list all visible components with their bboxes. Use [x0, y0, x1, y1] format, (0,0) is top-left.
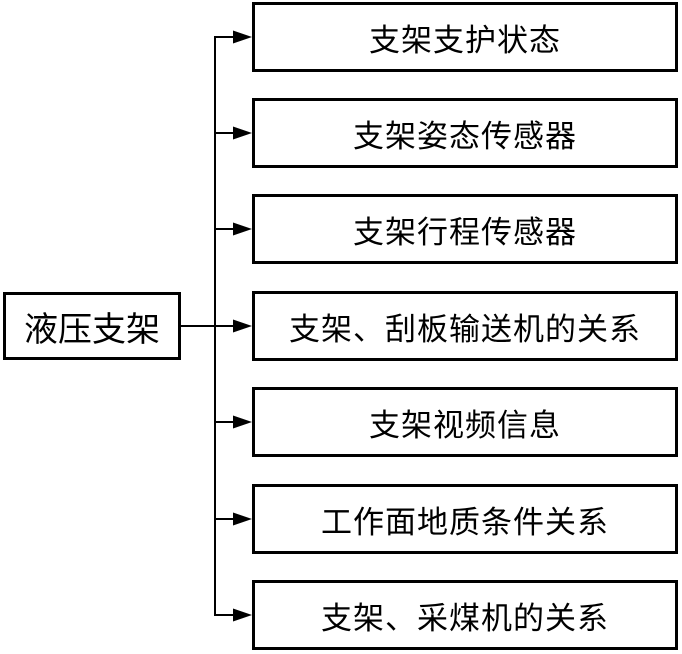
root-node-hydraulic-support: 液压支架	[3, 292, 181, 360]
arrowhead-icon-1	[233, 126, 252, 140]
arrowhead-icon-2	[233, 222, 252, 236]
child-node-video-info: 支架视频信息	[252, 387, 678, 457]
root-node-label: 液压支架	[24, 311, 160, 349]
child-node-shearer-relation: 支架、采煤机的关系	[252, 580, 678, 650]
child-node-label: 支架、刮板输送机的关系	[289, 311, 641, 347]
arrowhead-icon-0	[233, 30, 252, 44]
arrowhead-icon-3	[233, 319, 252, 333]
arrowhead-icon-6	[233, 608, 252, 622]
arrowhead-icon-5	[233, 512, 252, 526]
child-node-label: 支架支护状态	[369, 22, 561, 58]
child-node-label: 支架、采煤机的关系	[321, 600, 609, 636]
child-node-scraper-conveyor-relation: 支架、刮板输送机的关系	[252, 291, 678, 361]
child-node-label: 工作面地质条件关系	[321, 504, 609, 540]
child-node-attitude-sensor: 支架姿态传感器	[252, 98, 678, 168]
child-node-stroke-sensor: 支架行程传感器	[252, 194, 678, 264]
child-node-label: 支架姿态传感器	[353, 118, 577, 154]
arrowhead-icon-4	[233, 415, 252, 429]
child-node-support-state: 支架支护状态	[252, 2, 678, 72]
child-node-geological-condition-relation: 工作面地质条件关系	[252, 484, 678, 554]
child-node-label: 支架行程传感器	[353, 214, 577, 250]
child-node-label: 支架视频信息	[369, 407, 561, 443]
